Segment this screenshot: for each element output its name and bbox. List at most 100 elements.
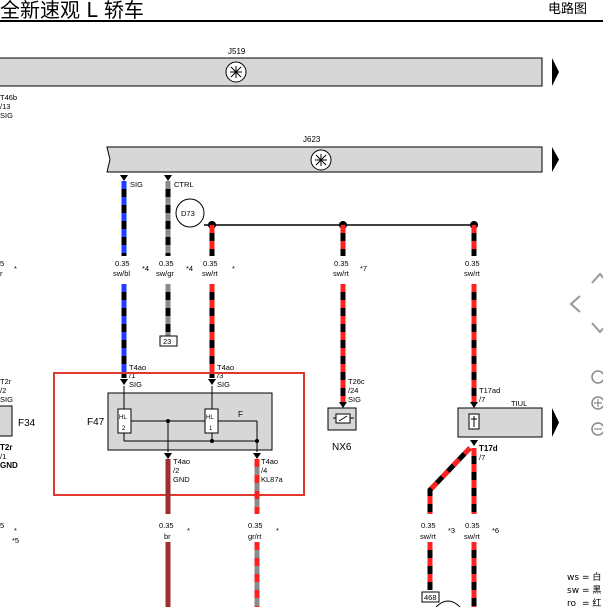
legend-text: = 白 — [582, 571, 601, 583]
wire-mark: *4 — [186, 264, 193, 273]
nx6-component — [327, 407, 357, 431]
t17d-pin: /7 — [479, 453, 485, 462]
t26c-pin: /24 — [348, 386, 358, 395]
t4ao-1-label: T4ao — [129, 363, 146, 372]
wire-gauge: 0.35 — [465, 521, 480, 530]
wire-color-code: sw/bl — [113, 269, 130, 278]
t4ao-2-label: T4ao — [173, 457, 190, 466]
t2r-top-signal: SIG — [0, 395, 13, 404]
t17ad-label: T17ad — [479, 386, 500, 395]
chevron-up-icon[interactable] — [591, 272, 603, 284]
wire-color-code: sw/rt — [464, 269, 481, 278]
wire-mark: *5 — [12, 536, 19, 545]
highlight-frame — [53, 372, 305, 496]
connector-468-label: 468 — [424, 593, 437, 602]
f47-label: F47 — [87, 417, 105, 428]
hl-pin: 2 — [122, 426, 126, 432]
d73-label: D73 — [181, 209, 195, 218]
legend-code: ro — [567, 599, 577, 607]
wire-mark: * — [14, 264, 17, 273]
t17d-label: T17d — [479, 444, 498, 453]
wire-gauge: 0.35 — [159, 521, 174, 530]
wire-mark: * — [14, 526, 17, 535]
hl-label: HL — [119, 415, 127, 421]
t2r-top-pin: /2 — [0, 386, 6, 395]
f47-inner-label: F — [238, 410, 243, 419]
wire-mark: *4 — [142, 264, 149, 273]
partial-circle — [435, 600, 461, 607]
t4ao-4-signal: KL87a — [261, 475, 284, 484]
nx6-label: NX6 — [332, 442, 352, 453]
j519-label: J519 — [228, 47, 246, 56]
chevron-left-icon[interactable] — [569, 295, 581, 313]
t2r-bot-pin: /1 — [0, 452, 6, 461]
hl-pin: 1 — [209, 426, 213, 432]
legend-code: ws — [567, 573, 579, 583]
d73-junction-circle — [175, 198, 205, 228]
f34-component — [0, 405, 13, 437]
legend-code: sw — [567, 586, 579, 596]
legend-text: = 红 — [582, 597, 601, 607]
legend-text: = 黑 — [582, 585, 601, 596]
t4ao-3-pin: /3 — [217, 371, 223, 380]
t4ao-3-signal: SIG — [217, 380, 230, 389]
j623-arrow-icon — [552, 147, 559, 172]
wire-sw-rt-4: 468 — [421, 446, 472, 603]
t4ao-1-signal: SIG — [129, 380, 142, 389]
t46b-signal: SIG — [0, 111, 13, 120]
connector-23-label: 23 — [163, 337, 171, 346]
wire-gauge: 0.35 — [115, 259, 130, 268]
wire-gauge: 0.35 — [465, 259, 480, 268]
connector-box — [421, 591, 440, 603]
tiul-label: TIUL — [511, 399, 527, 408]
zoom-out-icon[interactable] — [591, 422, 603, 436]
wire-color-code: sw/rt — [202, 269, 219, 278]
wire-color-code: gr/rt — [248, 532, 262, 541]
hl-label: HL — [206, 415, 214, 421]
t4ao-3-label: T4ao — [217, 363, 234, 372]
t2r-bot-signal: GND — [0, 461, 18, 470]
t4ao-4-pin: /4 — [261, 466, 267, 475]
wire-mark: * — [187, 526, 190, 535]
t4ao-4-label: T4ao — [261, 457, 278, 466]
t2r-bot-label: T2r — [0, 443, 12, 452]
wire-mark: * — [232, 264, 235, 273]
wire-gauge: 5 — [0, 521, 4, 530]
chevron-down-icon[interactable] — [591, 322, 603, 334]
t4ao-2-signal: GND — [173, 475, 190, 484]
j519-module: J519 — [0, 47, 559, 87]
wire-color-code: sw/rt — [333, 269, 350, 278]
t17ad-pin: /7 — [479, 395, 485, 404]
pin-sig-label: SIG — [130, 180, 143, 189]
t46b-pin: /13 — [0, 102, 10, 111]
search-icon[interactable] — [591, 370, 603, 384]
wire-color-code: sw/rt — [420, 532, 437, 541]
t4ao-1-pin: /1 — [129, 371, 135, 380]
page-title: 全新速观 L 轿车 — [0, 0, 144, 22]
color-legend: ws = 白 sw = 黑 ro = 红 — [567, 571, 601, 607]
t26c-label: T26c — [348, 377, 365, 386]
wire-gauge: 5 — [0, 259, 4, 268]
wire-color-code: br — [164, 532, 171, 541]
wire-gauge: 0.35 — [159, 259, 174, 268]
t46b-label: T46b — [0, 93, 17, 102]
j623-label: J623 — [303, 135, 321, 144]
wire-mark: *3 — [448, 526, 455, 535]
header-rule — [0, 20, 603, 22]
wire-mark: *7 — [360, 264, 367, 273]
t4ao-2-pin: /2 — [173, 466, 179, 475]
wire-color-code: sw/gr — [156, 269, 174, 278]
j623-module: J623 — [106, 135, 559, 173]
wire-mark: *6 — [492, 526, 499, 535]
wire-gauge: 0.35 — [334, 259, 349, 268]
document-type-label: 电路图 — [547, 2, 587, 17]
wire-mark: * — [276, 526, 279, 535]
zoom-in-icon[interactable] — [591, 396, 603, 410]
f47-component: HL 2 HL 1 F — [107, 386, 273, 452]
connector-box — [159, 335, 178, 347]
tiul-module — [457, 407, 559, 438]
wire-sw-gr: 23 — [159, 181, 178, 347]
f34-label: F34 — [18, 418, 36, 429]
t2r-top-label: T2r — [0, 377, 12, 386]
